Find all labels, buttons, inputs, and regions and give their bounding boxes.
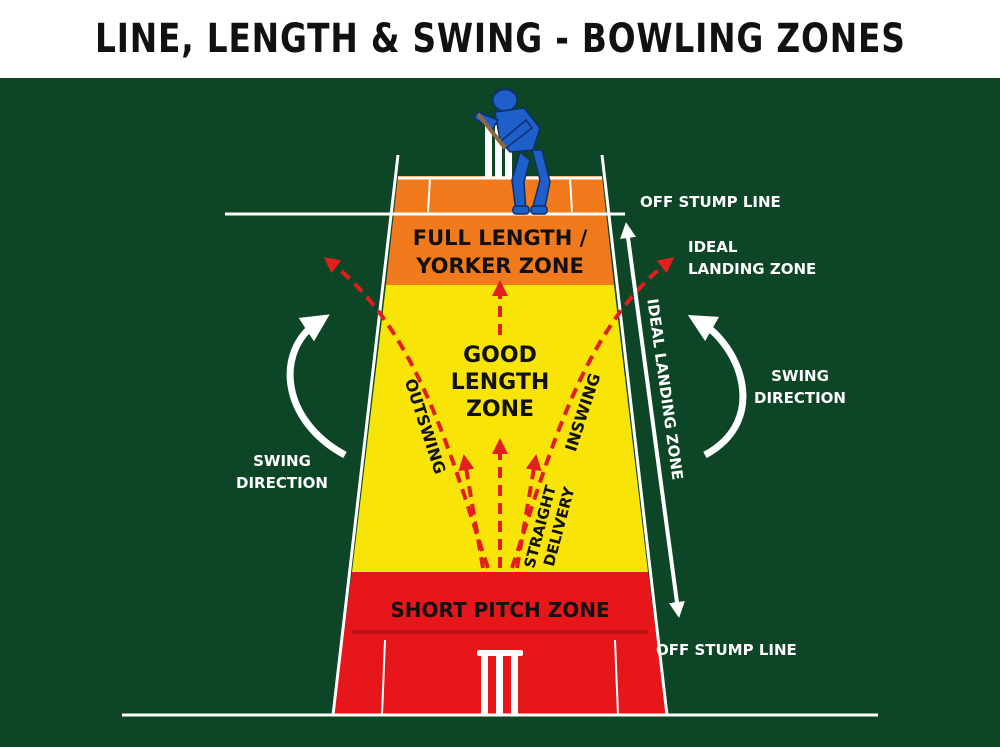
pitch-edge-left: [331, 154, 400, 716]
title-bar: LINE, LENGTH & SWING - BOWLING ZONES: [0, 0, 1000, 78]
swing-arrow-icon: [286, 314, 347, 459]
ideal-landing-arrow: [620, 222, 685, 618]
delivery-arrows: [323, 257, 675, 569]
swing-direction-left-line2: DIRECTION: [236, 474, 328, 492]
pitch: [331, 154, 669, 716]
bottom-return-crease-left: [381, 639, 386, 716]
off-stump-label-bottom: OFF STUMP LINE: [656, 641, 797, 659]
swing-arrow-icon: [687, 315, 747, 459]
stumps-icon: [477, 650, 523, 716]
top-return-crease-right: [569, 177, 573, 213]
off-stump-label-top: OFF STUMP LINE: [640, 193, 781, 211]
short-pitch-zone: [333, 572, 667, 715]
swing-direction-right-line1: SWING: [771, 367, 829, 385]
good-length-zone: [352, 285, 648, 572]
stumps-icon: [485, 125, 512, 179]
good-zone-label-line2: LENGTH: [451, 370, 550, 395]
top-return-crease-left: [427, 177, 431, 213]
good-zone-label-line1: GOOD: [463, 343, 537, 368]
bottom-return-crease-right: [614, 639, 619, 716]
ideal-landing-corner-line1: IDEAL: [688, 238, 738, 256]
full-zone-label-line1: FULL LENGTH /: [413, 226, 588, 250]
page-title: LINE, LENGTH & SWING - BOWLING ZONES: [94, 16, 906, 62]
batsman-icon: [472, 88, 551, 215]
ideal-landing-corner-line2: LANDING ZONE: [688, 260, 816, 278]
swing-direction-right-line2: DIRECTION: [754, 389, 846, 407]
good-zone-label-line3: ZONE: [466, 397, 534, 422]
short-zone-label: SHORT PITCH ZONE: [390, 598, 609, 622]
full-zone-label-line2: YORKER ZONE: [415, 254, 584, 278]
swing-direction-left-line1: SWING: [253, 452, 311, 470]
full-length-zone: [386, 176, 614, 285]
